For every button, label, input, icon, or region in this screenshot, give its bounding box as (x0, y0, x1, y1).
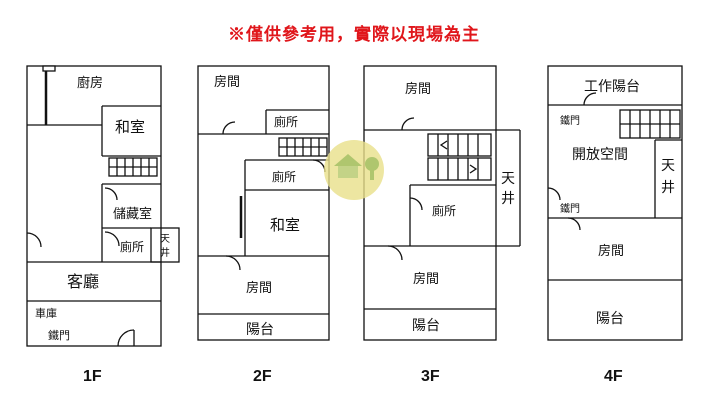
3f-room-bottom-label: 房間 (413, 271, 439, 287)
4f-open-space-label: 開放空間 (572, 147, 628, 163)
2f-toilet-top-label: 廁所 (274, 114, 298, 129)
3f-toilet-label: 廁所 (432, 203, 456, 218)
1f-living-label: 客廳 (67, 272, 99, 291)
floor-label-2f: 2F (253, 368, 272, 385)
4f-skywell-label-a: 天 (661, 158, 675, 174)
floor-label-3f: 3F (421, 368, 440, 385)
watermark-logo (324, 140, 384, 200)
4f-iron-gate-top-label: 鐵門 (560, 114, 580, 127)
1f-toilet-label: 廁所 (120, 239, 144, 254)
floor-1f-plan (26, 65, 180, 347)
4f-iron-gate-bottom-label: 鐵門 (560, 202, 580, 215)
2f-room-bottom-label: 房間 (246, 280, 272, 296)
floor-label-4f: 4F (604, 368, 623, 385)
floor-2f-plan (197, 65, 330, 341)
1f-skywell-label-a: 天 (160, 234, 170, 245)
4f-skywell-label-b: 井 (661, 180, 675, 196)
1f-garage-label: 車庫 (35, 306, 57, 320)
1f-skywell-label-b: 井 (160, 246, 170, 259)
disclaimer-notice: ※僅供參考用，實際以現場為主 (228, 25, 480, 45)
2f-outline (197, 65, 330, 341)
3f-room-top-label: 房間 (405, 81, 431, 97)
4f-room-label: 房間 (598, 243, 624, 259)
floor-label-1f: 1F (83, 368, 102, 385)
1f-outline (26, 65, 162, 347)
4f-balcony-label: 陽台 (596, 311, 624, 327)
3f-skywell-label-a: 天 (501, 171, 515, 187)
floor-4f-plan (547, 65, 683, 341)
2f-balcony-label: 陽台 (246, 322, 274, 338)
1f-iron-gate-label: 鐵門 (48, 328, 70, 342)
3f-outline (363, 65, 497, 341)
4f-outline (547, 65, 683, 341)
2f-toilet-mid-label: 廁所 (272, 169, 296, 184)
4f-work-balcony-label: 工作陽台 (584, 79, 640, 95)
2f-room-top-label: 房間 (214, 74, 240, 90)
1f-washitsu-label: 和室 (115, 118, 145, 136)
1f-skywell (150, 227, 180, 263)
2f-washitsu-label: 和室 (270, 216, 300, 234)
3f-skywell-label-b: 井 (501, 191, 515, 207)
1f-kitchen-label: 廚房 (77, 75, 103, 91)
floor-3f-plan (363, 65, 521, 341)
3f-balcony-label: 陽台 (412, 318, 440, 334)
1f-storage-label: 儲藏室 (113, 206, 152, 222)
